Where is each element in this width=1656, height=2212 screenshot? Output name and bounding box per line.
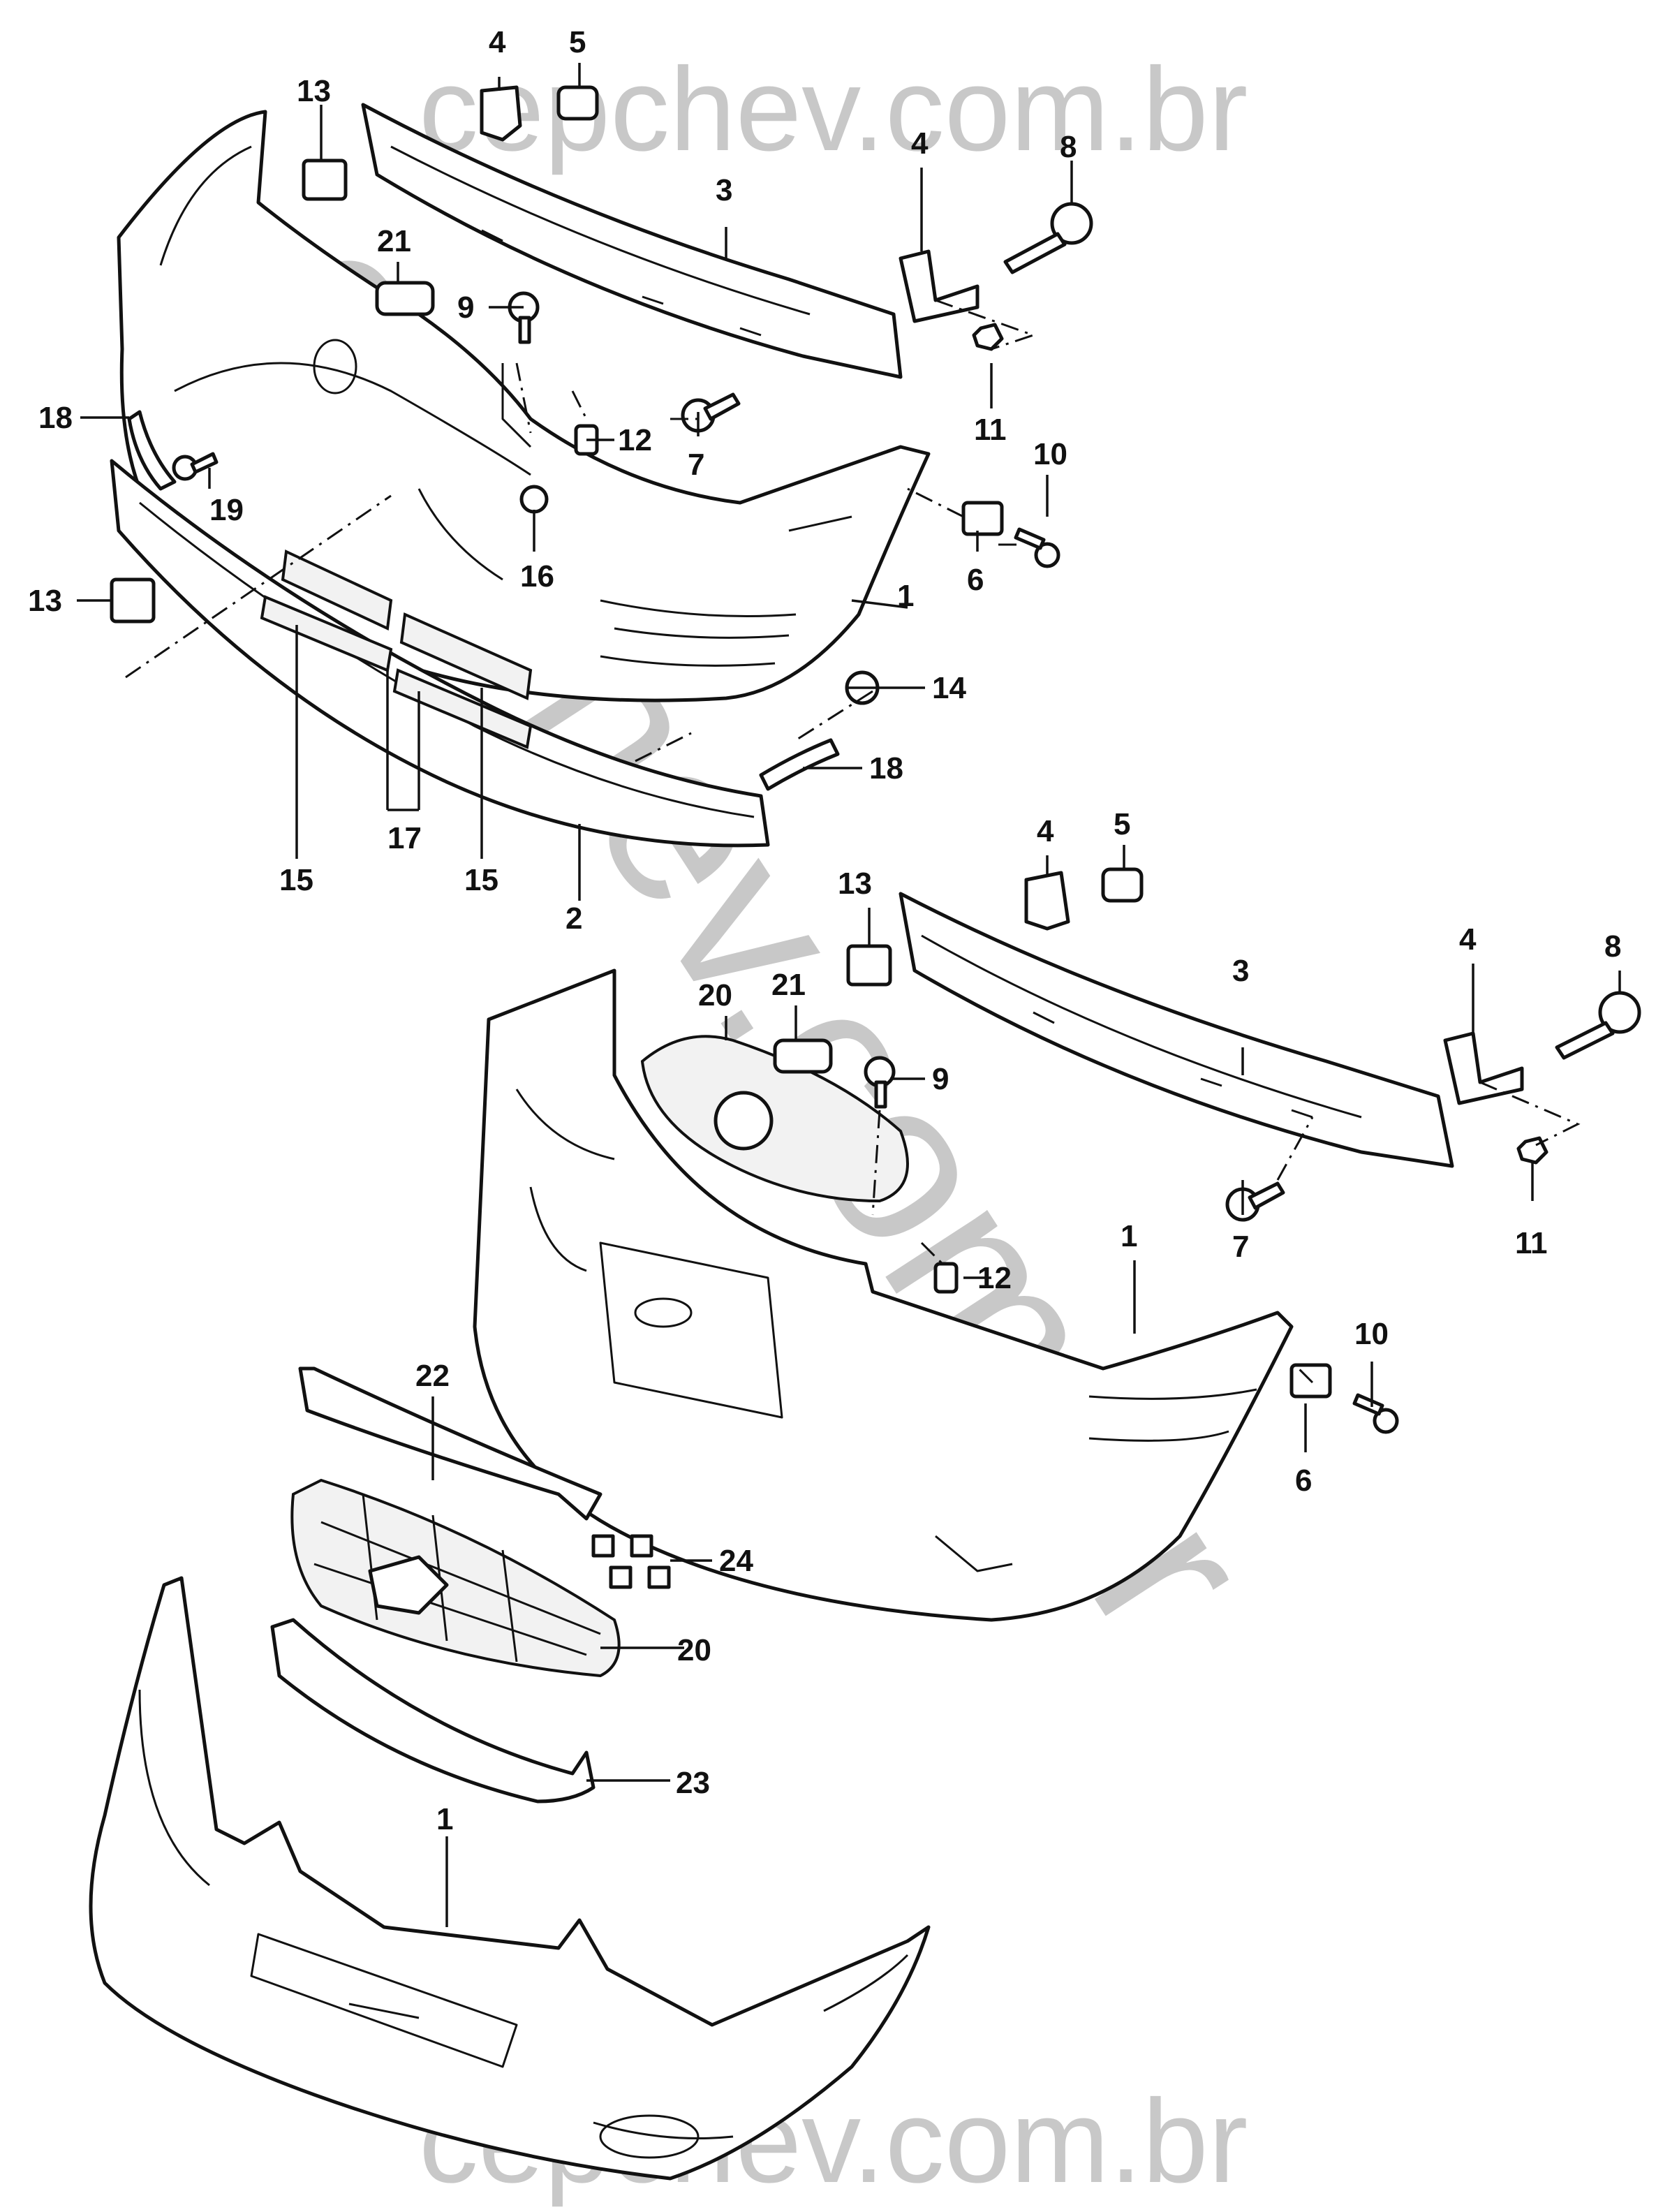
bracket-4-b-right <box>1443 1031 1524 1105</box>
callout-a-9: 9 <box>457 290 474 325</box>
clip-13-a-left <box>110 577 156 624</box>
clip-24-d <box>647 1565 671 1589</box>
insert-15-right <box>392 668 533 749</box>
callout-a-19: 19 <box>209 493 244 527</box>
callout-a-18-right: 18 <box>869 751 903 786</box>
nut-12-b <box>933 1262 959 1294</box>
callout-a-18-left: 18 <box>38 401 73 435</box>
clip-24-c <box>609 1565 633 1589</box>
bumper-cover-b <box>473 968 1294 1622</box>
callout-b-9: 9 <box>932 1062 949 1096</box>
callout-a-15-left: 15 <box>279 863 313 897</box>
callout-a-4-top: 4 <box>489 25 506 59</box>
bolt-8-b <box>1555 991 1641 1060</box>
bolt-8-a <box>1003 202 1093 274</box>
clip-24-a <box>591 1534 615 1558</box>
callout-b-6: 6 <box>1295 1463 1312 1498</box>
assembly-bottom: 1 20 22 23 24 <box>89 1359 931 2181</box>
screw-10-b <box>1352 1393 1399 1434</box>
clip-16-a <box>519 485 549 514</box>
callout-a-17: 17 <box>387 821 422 855</box>
callout-a-6: 6 <box>967 563 984 597</box>
reinforcement-beam-a <box>361 103 903 379</box>
callout-b-1: 1 <box>1121 1219 1137 1253</box>
callout-a-7: 7 <box>688 448 704 482</box>
clip-13-a-top <box>302 158 348 201</box>
bracket-4-a-top <box>480 85 522 142</box>
callout-a-12: 12 <box>618 423 652 457</box>
clip-5-a <box>556 85 599 121</box>
callout-a-5: 5 <box>569 25 586 59</box>
nut-11-a <box>972 323 1004 351</box>
callout-c-24: 24 <box>719 1544 753 1578</box>
callout-a-4-right: 4 <box>911 126 929 161</box>
callout-b-7: 7 <box>1232 1230 1249 1264</box>
clip-13-b <box>846 944 892 987</box>
callout-a-10: 10 <box>1033 437 1067 471</box>
callout-b-11: 11 <box>1515 1226 1548 1260</box>
callout-b-21: 21 <box>771 968 806 1002</box>
callout-b-12: 12 <box>977 1261 1012 1295</box>
callout-c-20: 20 <box>677 1633 711 1667</box>
bolt-7-b <box>1225 1181 1285 1222</box>
bolt-7-a <box>681 392 741 433</box>
clip-21-b <box>773 1038 833 1074</box>
callout-c-22: 22 <box>415 1359 450 1393</box>
callout-b-10: 10 <box>1354 1317 1389 1351</box>
assembly-middle: 1 3 4 4 5 6 7 8 9 10 11 12 13 20 21 <box>473 807 1641 1622</box>
callout-a-14: 14 <box>932 671 966 705</box>
callout-a-2: 2 <box>565 901 582 936</box>
callout-a-8: 8 <box>1060 130 1077 164</box>
reinforcement-beam-b <box>899 892 1454 1168</box>
bumper-cover-c <box>89 1576 931 2181</box>
callout-b-8: 8 <box>1604 929 1621 964</box>
callout-c-23: 23 <box>676 1766 710 1800</box>
side-trim-18-right <box>759 738 840 791</box>
callout-a-13-left: 13 <box>28 584 62 618</box>
clip-6-a <box>961 501 1004 536</box>
bracket-4-a-right <box>899 249 979 323</box>
callout-b-4-top: 4 <box>1037 814 1054 848</box>
callout-a-13-top: 13 <box>297 74 331 108</box>
insert-17-right <box>399 612 533 700</box>
callout-a-16: 16 <box>520 559 554 593</box>
assembly-top: 1 2 3 4 4 5 6 7 8 9 10 11 12 13 13 14 15… <box>28 25 1093 936</box>
watermark-top: cepchev.com.br <box>419 43 1248 176</box>
callout-a-1: 1 <box>897 579 914 613</box>
clip-21-a <box>375 281 435 316</box>
screw-10-a <box>1014 527 1060 568</box>
callout-c-1: 1 <box>436 1802 453 1836</box>
callout-b-13: 13 <box>838 867 872 901</box>
screw-19-a <box>172 452 219 481</box>
callout-b-3: 3 <box>1232 954 1249 988</box>
grille-20-b <box>640 1035 909 1203</box>
side-trim-18-left <box>127 410 177 491</box>
callout-a-11: 11 <box>974 413 1007 447</box>
bracket-4-b-top <box>1024 871 1070 931</box>
callout-a-21: 21 <box>377 224 411 258</box>
callout-b-20: 20 <box>698 978 732 1012</box>
trim-23 <box>270 1618 596 1804</box>
bolt-9-b <box>864 1056 896 1109</box>
callout-a-3: 3 <box>716 173 732 207</box>
clip-5-b <box>1101 867 1144 903</box>
clip-24-b <box>630 1534 653 1558</box>
trim-22 <box>298 1366 602 1521</box>
bolt-9-a <box>508 291 540 344</box>
callout-b-4-right: 4 <box>1459 922 1477 957</box>
callout-b-5: 5 <box>1114 807 1130 841</box>
grille-20-c <box>290 1478 621 1678</box>
callout-a-15-right: 15 <box>464 863 498 897</box>
